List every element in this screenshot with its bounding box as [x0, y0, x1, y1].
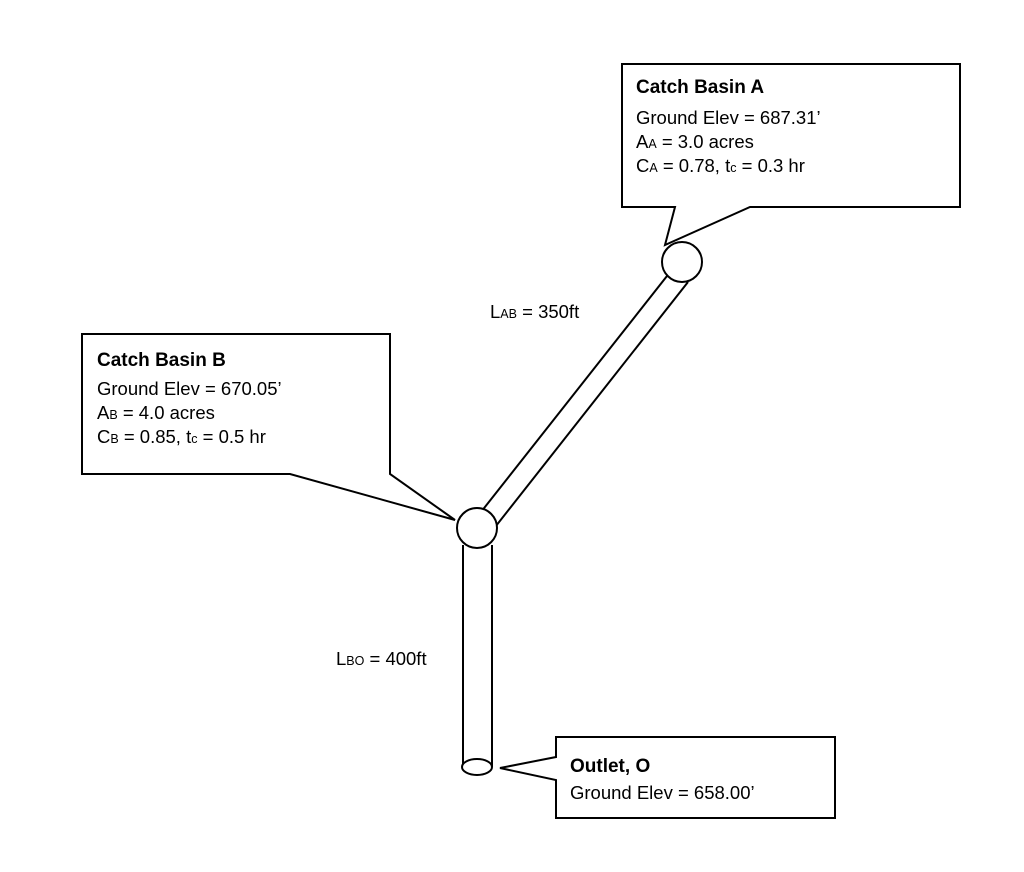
basin-b-area: AB = 4.0 acres [97, 402, 215, 423]
basin-a-area: AA = 3.0 acres [636, 131, 754, 152]
callout-basin-b-box [81, 333, 456, 521]
callout-basin-a: Catch Basin A Ground Elev = 687.31’ AA =… [621, 63, 961, 247]
pipe-bo [462, 545, 493, 767]
basin-b-title: Catch Basin B [97, 350, 226, 371]
outlet-ground-elev: Ground Elev = 658.00’ [570, 782, 755, 803]
basin-b-manhole [456, 507, 498, 549]
basin-a-runoff: CA = 0.78, tc = 0.3 hr [636, 155, 805, 176]
callout-basin-b: Catch Basin B Ground Elev = 670.05’ AB =… [81, 333, 456, 521]
outlet-title: Outlet, O [570, 756, 650, 777]
basin-b-ground-elev: Ground Elev = 670.05’ [97, 378, 282, 399]
pipe-ab [480, 275, 689, 532]
callout-basin-a-box [621, 63, 961, 247]
outlet-pipe-end [461, 758, 493, 776]
pipe-bo-length-label: LBO = 400ft [336, 648, 427, 669]
pipe-ab-wall-right [491, 281, 689, 532]
basin-a-ground-elev: Ground Elev = 687.31’ [636, 107, 821, 128]
pipe-ab-wall-left [480, 275, 668, 513]
basin-a-title: Catch Basin A [636, 77, 764, 98]
pipe-ab-length-label: LAB = 350ft [490, 301, 579, 322]
callout-outlet: Outlet, O Ground Elev = 658.00’ [499, 736, 836, 819]
basin-a-manhole [661, 241, 703, 283]
callout-outlet-box [499, 736, 836, 819]
basin-b-runoff: CB = 0.85, tc = 0.5 hr [97, 426, 266, 447]
